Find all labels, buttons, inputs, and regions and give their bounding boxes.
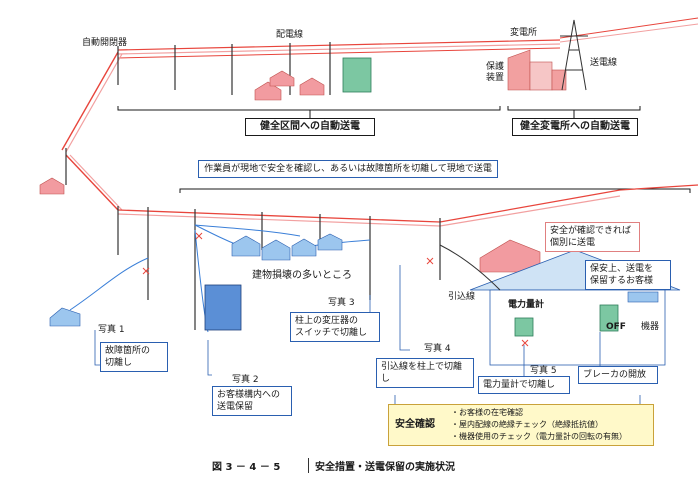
label-photo5: 写真 5 xyxy=(530,366,557,376)
meter-isolation-box: 電力量計で切離し xyxy=(478,376,570,394)
label-off: OFF xyxy=(606,322,626,332)
label-transmission-line: 送電線 xyxy=(590,58,618,68)
service-isolation-box: 引込線を柱上で切離し xyxy=(376,358,474,388)
cut-marks xyxy=(142,232,529,347)
breaker-panel-icon xyxy=(599,304,619,332)
label-protection-device: 保護 装置 xyxy=(486,62,505,83)
pink-house-individual xyxy=(479,239,541,273)
customer-premises-box: お客様構内への 送電保留 xyxy=(212,386,292,416)
middle-distribution-line xyxy=(117,184,699,227)
breaker-open-box: ブレーカの開放 xyxy=(578,366,658,384)
substation-building xyxy=(507,49,567,91)
label-photo1: 写真 1 xyxy=(98,325,125,335)
safe-confirm-box: 安全が確認できれば 個別に送電 xyxy=(545,222,640,252)
safety-confirm-title: 安全確認 xyxy=(395,419,435,430)
fault-house xyxy=(49,307,81,327)
healthy-section-box: 健全区間への自動送電 xyxy=(245,118,375,136)
diagonal-line-left xyxy=(61,51,123,211)
top-distribution-line xyxy=(117,17,699,59)
fault-isolation-box: 故障箇所の 切離し xyxy=(100,342,168,372)
label-substation: 変電所 xyxy=(510,28,538,38)
label-photo3: 写真 3 xyxy=(328,298,355,308)
worker-confirm-box: 作業員が現地で安全を確認し、あるいは故障箇所を切離して現地で送電 xyxy=(198,160,498,178)
transmission-tower xyxy=(560,19,588,91)
healthy-substation-box: 健全変電所への自動送電 xyxy=(512,118,638,136)
meter-icon xyxy=(514,317,534,337)
pole-transformer-box: 柱上の変圧器の スイッチで切離し xyxy=(290,312,380,342)
safety-check-list: ・お客様の在宅確認 ・屋内配線の絶縁チェック（絶縁抵抗値） ・機器使用のチェック… xyxy=(451,408,627,441)
customer-hold-box: 保安上、送電を 保留するお客様 xyxy=(585,260,671,290)
label-meter: 電力量計 xyxy=(508,300,545,310)
label-auto-switch: 自動開閉器 xyxy=(82,38,128,48)
label-distribution-line: 配電線 xyxy=(276,30,304,40)
label-appliance: 機器 xyxy=(641,322,660,332)
label-photo2: 写真 2 xyxy=(232,375,259,385)
damaged-houses xyxy=(231,233,343,261)
figure-number: 図 3 － 4 － 5 xyxy=(212,462,281,473)
top-switch-box xyxy=(342,57,372,93)
figure-title: 安全措置・送電保留の実施状況 xyxy=(308,458,455,473)
top-brackets xyxy=(117,106,691,193)
top-houses xyxy=(39,70,325,195)
appliance-icon xyxy=(627,291,659,303)
top-poles xyxy=(65,42,331,185)
customer-switchgear xyxy=(204,284,242,331)
label-service-line: 引込線 xyxy=(448,292,476,302)
service-line-wire xyxy=(439,244,501,291)
safety-check-panel: 安全確認 ・お客様の在宅確認 ・屋内配線の絶縁チェック（絶縁抵抗値） ・機器使用… xyxy=(388,404,654,446)
label-photo4: 写真 4 xyxy=(424,344,451,354)
label-many-buildings: 建物損壊の多いところ xyxy=(252,270,352,281)
